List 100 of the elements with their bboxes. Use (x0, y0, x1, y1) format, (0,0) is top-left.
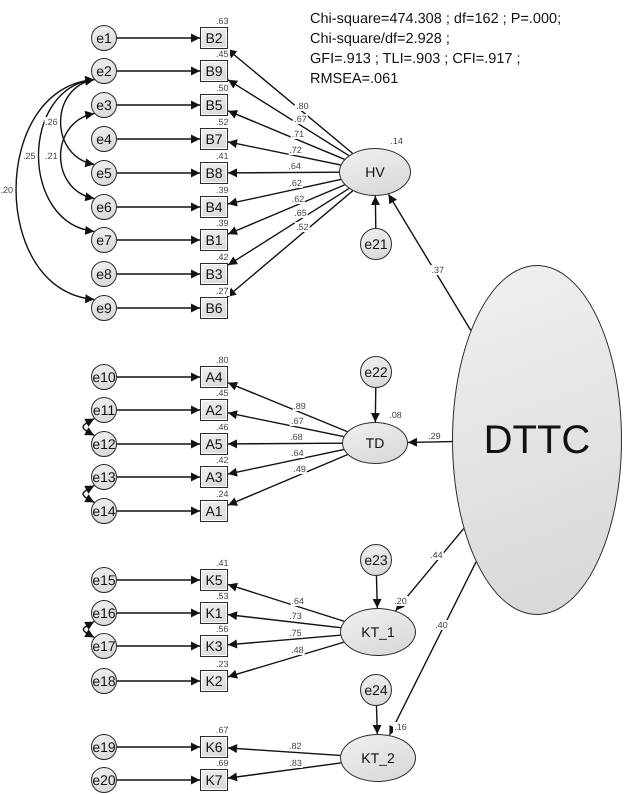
path-coefficient: .29 (427, 430, 442, 441)
error-term-circle: e1 (91, 25, 117, 51)
covariance-arrow (82, 484, 95, 504)
latent-variable-ellipse: DTTC (452, 265, 622, 615)
path-coefficient: .62 (290, 194, 306, 204)
observed-variable-box: A5 (200, 433, 228, 455)
path-coefficient: .40 (434, 620, 449, 630)
r-squared-value: .42 (215, 455, 230, 465)
arrow (117, 34, 200, 42)
path-coefficient: .62 (288, 178, 303, 188)
r-squared-value: .42 (215, 252, 230, 262)
r-squared-value: .20 (393, 596, 408, 606)
path-coefficient: .82 (288, 741, 303, 752)
arrow (226, 190, 354, 298)
observed-variable-box: B6 (200, 297, 228, 319)
path-coefficient: .37 (430, 264, 446, 275)
latent-variable-ellipse: KT_2 (340, 734, 416, 782)
error-term-circle: e16 (91, 600, 117, 626)
arrow (408, 438, 452, 447)
arrow (228, 184, 345, 235)
latent-variable-ellipse: TD (342, 422, 408, 464)
path-coefficient: .73 (288, 611, 303, 622)
error-term-circle: e6 (91, 194, 117, 220)
error-term-circle: e11 (91, 397, 117, 423)
arrow (228, 168, 339, 178)
arrow (117, 608, 200, 618)
observed-variable-box: B3 (200, 263, 228, 285)
path-coefficient: .67 (290, 416, 305, 426)
error-term-circle: e8 (91, 261, 117, 287)
arrow (228, 762, 341, 782)
arrow (228, 410, 344, 438)
path-coefficient: .80 (295, 100, 310, 111)
path-coefficient: .64 (290, 448, 305, 458)
r-squared-value: .46 (215, 422, 230, 432)
error-term-circle: e20 (91, 767, 117, 793)
r-squared-value: .67 (215, 725, 230, 735)
path-coefficient: .75 (288, 628, 303, 638)
r-squared-value: .39 (215, 218, 230, 228)
arrow (117, 642, 200, 650)
arrow (372, 576, 382, 608)
covariance-arrow (60, 78, 94, 166)
arrow (228, 448, 344, 477)
path-coefficient: .67 (293, 114, 308, 124)
fit-statistics: Chi-square/df=2.928 ; (310, 30, 451, 49)
arrow (117, 304, 200, 312)
arrow (117, 506, 200, 516)
error-term-circle: e10 (91, 364, 117, 390)
path-coefficient: .71 (290, 128, 306, 139)
observed-variable-box: K5 (200, 569, 228, 591)
r-squared-value: .23 (215, 659, 230, 669)
error-term-circle: e15 (91, 567, 117, 593)
arrow (228, 744, 340, 756)
r-squared-value: .24 (215, 489, 230, 499)
r-squared-value: .80 (215, 355, 230, 365)
arrow (117, 372, 200, 382)
observed-variable-box: K1 (200, 602, 228, 624)
error-term-circle: e4 (91, 126, 117, 152)
covariance-arrow (82, 418, 95, 436)
r-squared-value: .45 (215, 49, 230, 59)
path-coefficient: .68 (289, 432, 304, 442)
path-coefficient: .72 (288, 144, 303, 155)
r-squared-value: .39 (215, 185, 230, 195)
path-coefficient: .49 (292, 464, 307, 474)
path-coefficient: .89 (292, 401, 307, 412)
r-squared-value: .45 (215, 388, 230, 398)
arrow (370, 388, 380, 422)
observed-variable-box: K7 (200, 769, 228, 791)
r-squared-value: .69 (215, 758, 230, 768)
observed-variable-box: B4 (200, 196, 228, 218)
arrow (117, 440, 200, 448)
observed-variable-box: B1 (200, 229, 228, 251)
arrow (228, 611, 341, 628)
covariance-arrow (82, 620, 95, 638)
error-term-circle: e19 (91, 734, 117, 760)
observed-variable-box: K6 (200, 736, 228, 758)
r-squared-value: .41 (215, 151, 230, 161)
arrow (228, 139, 341, 166)
r-squared-value: .16 (393, 722, 408, 732)
path-coefficient: .26 (44, 117, 59, 127)
observed-variable-box: A1 (200, 500, 228, 522)
error-term-circle: e7 (91, 227, 117, 253)
arrow (228, 439, 342, 448)
arrow (117, 202, 200, 212)
path-coefficient: .64 (290, 596, 305, 606)
arrow (228, 634, 340, 649)
error-term-circle: e17 (91, 633, 117, 659)
error-term-circle: e18 (91, 668, 117, 694)
r-squared-value: .52 (215, 117, 230, 127)
error-term-circle: e5 (91, 160, 117, 186)
path-coefficient: .83 (288, 758, 303, 768)
r-squared-value: .14 (389, 136, 404, 146)
observed-variable-box: K2 (200, 670, 228, 692)
error-term-circle: e12 (91, 431, 117, 457)
observed-variable-box: B8 (200, 162, 228, 184)
arrow (370, 196, 380, 228)
error-term-circle: e2 (91, 58, 117, 84)
observed-variable-box: A3 (200, 466, 228, 488)
arrow (228, 110, 345, 160)
arrow (117, 270, 200, 278)
arrow (117, 66, 200, 76)
